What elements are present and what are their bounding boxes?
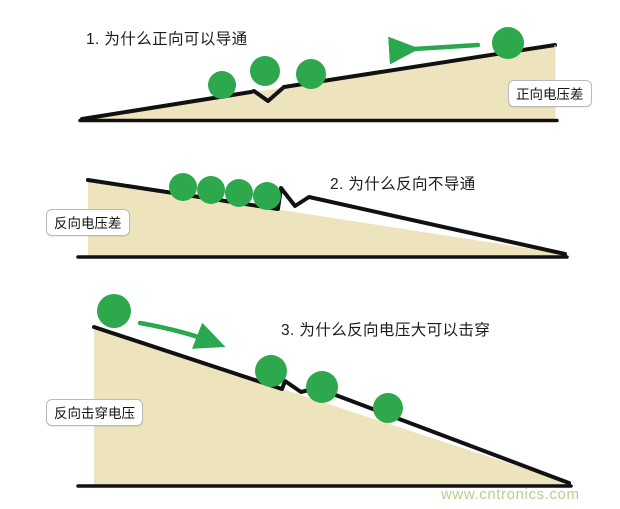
site-watermark: www.cntronics.com xyxy=(441,486,580,503)
panel-3-flow-arrow xyxy=(137,320,226,349)
panel-3-ball xyxy=(97,294,131,328)
panel-3-graphics xyxy=(76,294,573,488)
panel-2-ball xyxy=(225,179,253,207)
panel-2-ball xyxy=(169,173,197,201)
panel-1-flow-arrow xyxy=(388,36,481,65)
panel-3-slope-line xyxy=(92,325,571,485)
panel-1-ball xyxy=(250,56,280,86)
panel-3-ball xyxy=(306,371,338,403)
panel-3-ball xyxy=(373,393,403,423)
panel-2-ball xyxy=(253,182,281,210)
panel-1-ball xyxy=(492,27,524,59)
panel-1-title: 1. 为什么正向可以导通 xyxy=(86,31,248,48)
panel-3-title: 3. 为什么反向电压大可以击穿 xyxy=(281,322,491,339)
panel-1-graphics xyxy=(78,27,559,123)
panel-2-graphics xyxy=(76,173,569,259)
panel-3-ball xyxy=(255,355,287,387)
panel-2-title: 2. 为什么反向不导通 xyxy=(330,176,476,193)
panel-1-ball xyxy=(208,71,236,99)
panel-3-voltage-label: 反向击穿电压 xyxy=(46,399,143,426)
panel-2-ball xyxy=(197,176,225,204)
panel-1-ball xyxy=(296,59,326,89)
panel-1-voltage-label: 正向电压差 xyxy=(508,80,592,107)
panel-2-voltage-label: 反向电压差 xyxy=(46,209,130,236)
